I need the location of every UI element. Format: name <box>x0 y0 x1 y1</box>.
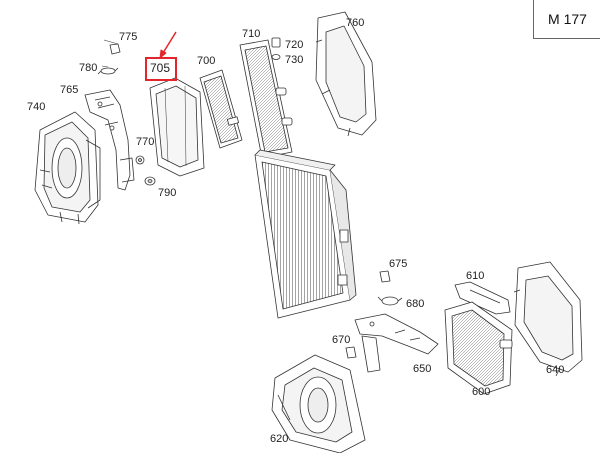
part-740-fan-shroud <box>34 111 101 225</box>
callout-780: 780 <box>79 62 98 74</box>
part-770-grommet <box>135 155 145 165</box>
part-710-charge-air-cooler <box>239 39 293 159</box>
callout-700: 700 <box>197 55 216 67</box>
part-680-hose-clamp <box>377 296 403 306</box>
callout-670: 670 <box>332 334 351 346</box>
callout-730: 730 <box>285 54 304 66</box>
part-670-fastener <box>345 346 357 359</box>
part-705-air-guide <box>149 77 205 177</box>
part-720-plug <box>271 37 281 48</box>
leader-lines-upper-left <box>101 39 119 68</box>
callout-610: 610 <box>466 270 485 282</box>
part-700-auxiliary-cooler <box>199 69 243 149</box>
callout-675: 675 <box>389 258 408 270</box>
callout-740: 740 <box>27 101 46 113</box>
part-620-fan-shroud <box>271 354 366 454</box>
part-760-frame <box>315 11 377 137</box>
part-765-bracket <box>84 89 135 191</box>
callout-760: 760 <box>346 17 365 29</box>
callout-710: 710 <box>242 28 261 40</box>
part-main-radiator <box>254 149 357 319</box>
callout-650: 650 <box>413 363 432 375</box>
part-610-air-duct <box>454 281 511 315</box>
highlight-box <box>145 57 177 81</box>
part-650-bracket <box>354 313 439 373</box>
callout-600: 600 <box>472 386 491 398</box>
red-arrow-head <box>159 49 167 59</box>
model-label: M 177 <box>533 0 600 39</box>
part-790-grommet <box>144 176 156 186</box>
callout-720: 720 <box>285 39 304 51</box>
part-640-frame <box>513 261 583 377</box>
callout-705: 705 <box>150 61 171 75</box>
callout-775: 775 <box>119 31 138 43</box>
red-arrow-line <box>162 31 177 54</box>
part-730-seal-ring <box>271 54 281 60</box>
part-675-nut <box>379 270 391 283</box>
callout-765: 765 <box>60 84 79 96</box>
callout-640: 640 <box>546 364 565 376</box>
part-600-cooler <box>444 301 513 395</box>
callout-770: 770 <box>136 136 155 148</box>
callout-790: 790 <box>158 187 177 199</box>
callout-680: 680 <box>406 298 425 310</box>
part-780-clip <box>97 67 119 75</box>
part-775-nut <box>109 43 121 55</box>
callout-620: 620 <box>270 433 289 445</box>
